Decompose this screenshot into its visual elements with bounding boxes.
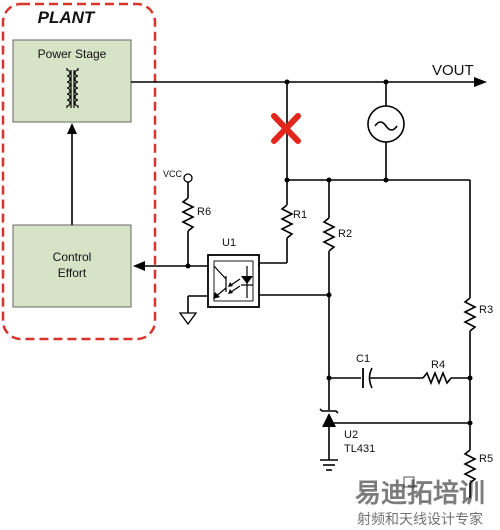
u2-label: U2 <box>344 429 358 441</box>
watermark-logo-box <box>403 476 415 488</box>
control-effort-box <box>12 224 132 308</box>
r4-label: R4 <box>431 359 445 371</box>
r5-resistor <box>463 449 477 484</box>
r2-label: R2 <box>338 228 352 240</box>
power-stage-box <box>12 39 132 123</box>
power-stage-label: Power Stage <box>38 47 107 61</box>
r5-label: R5 <box>479 453 493 465</box>
arrow-left-icon <box>133 261 145 271</box>
plant-title: PLANT <box>38 8 96 27</box>
output-arrow-icon <box>474 77 487 87</box>
watermark-title: 易迪拓培训 <box>355 479 485 509</box>
u1-label: U1 <box>222 237 236 249</box>
vout-label: VOUT <box>432 62 474 79</box>
arrow-up-icon <box>67 123 77 134</box>
r1-resistor <box>280 204 294 239</box>
x-cross-icon <box>271 113 301 144</box>
ground-icon <box>320 459 338 471</box>
ground-triangle-icon <box>178 312 198 326</box>
r2-resistor <box>322 217 336 252</box>
watermark-subtitle: 射频和天线设计专家 <box>357 511 483 528</box>
transformer-icon <box>66 68 79 108</box>
r4-resistor <box>422 370 452 386</box>
r6-label: R6 <box>197 206 211 218</box>
r3-resistor <box>463 297 477 332</box>
vcc-label: VCC <box>163 169 183 179</box>
control-effort-label-line2: Effort <box>58 266 87 280</box>
r1-label: R1 <box>293 209 307 221</box>
c1-label: C1 <box>356 353 370 365</box>
plant-frame <box>1 2 157 341</box>
tilde-icon <box>374 121 398 131</box>
u1-optocoupler <box>207 254 260 308</box>
r6-resistor <box>181 197 195 232</box>
vcc-terminal <box>183 173 193 183</box>
u2-part-label: TL431 <box>344 443 375 455</box>
u2-shunt-regulator <box>319 408 339 427</box>
c1-plate-right <box>368 367 373 389</box>
control-effort-label-line1: Control <box>53 250 92 264</box>
ac-source <box>367 105 405 143</box>
r3-label: R3 <box>479 304 493 316</box>
